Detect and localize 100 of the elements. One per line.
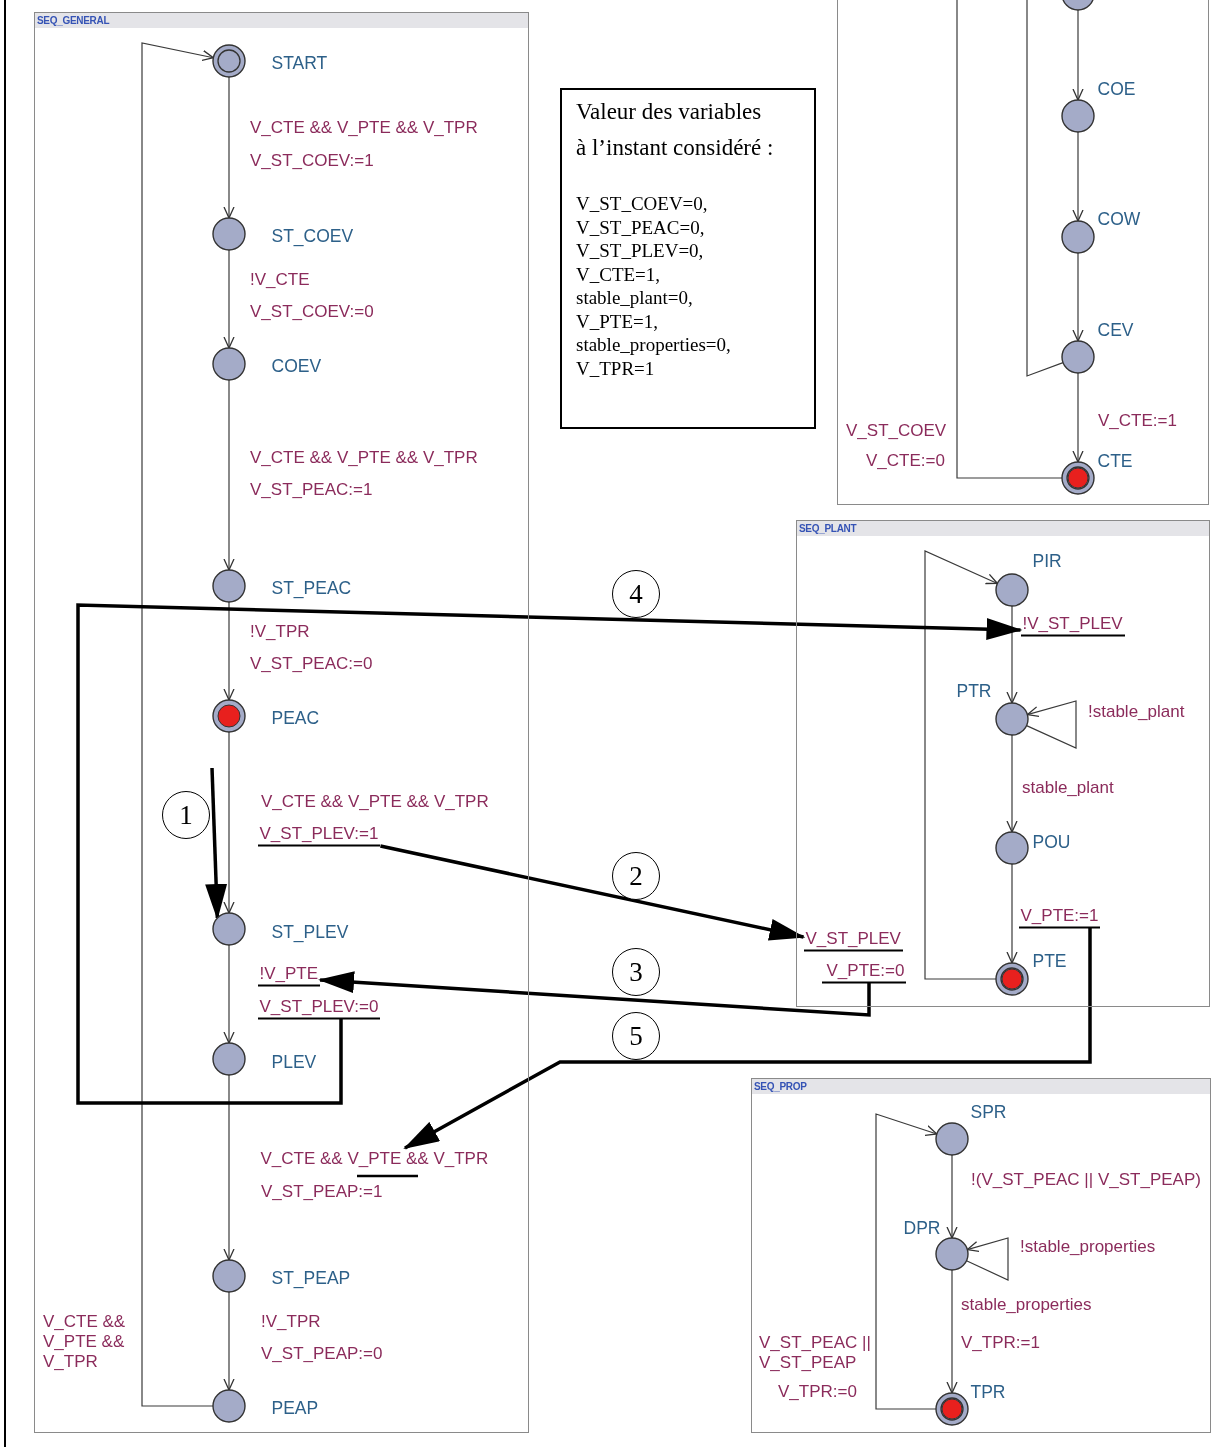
state-name: CEV (1097, 319, 1134, 340)
state-name: ST_COEV (271, 225, 354, 246)
step-number: 1 (162, 791, 210, 839)
box-heading: Valeur des variables à l’instant considéré : (576, 98, 775, 162)
state-name: POU (1032, 831, 1071, 852)
transition-label: V_ST_PEAC:=1 (250, 480, 373, 500)
state-name: TPR (970, 1381, 1006, 1402)
variable-value: V_PTE=1, (576, 309, 659, 333)
transition-label: V_ST_COEV:=0 (250, 302, 374, 322)
transition-label: !V_TPR (261, 1312, 321, 1332)
state-name: ST_PEAC (271, 577, 352, 598)
transition-arrow (1072, 252, 1084, 342)
annotation-arrow (380, 844, 806, 941)
automaton-panel (837, 0, 1209, 505)
transition-label: V_CTE:=1 (1098, 411, 1177, 431)
transition-label: V_CTE && V_PTE && V_TPR (261, 792, 489, 812)
variable-value: stable_plant=0, (576, 286, 694, 310)
transition-label: V_CTE && V_PTE && V_TPR (43, 1312, 127, 1372)
automaton-panel (34, 12, 529, 1433)
panel-title: SEQ_PLANT (797, 521, 1209, 536)
transition-label: !stable_properties (1020, 1237, 1156, 1257)
transition-label: V_CTE && V_PTE && V_TPR (250, 118, 478, 138)
transition-label: V_ST_PLEV:=1 (257, 823, 381, 846)
transition-arrow (223, 76, 235, 219)
state-name: CTE (1097, 450, 1133, 471)
transition-arrow (1072, 9, 1084, 101)
step-number: 3 (612, 948, 660, 996)
annotation-arrow (76, 603, 1023, 1105)
state-name: ST_PEAP (271, 1267, 351, 1288)
state-name: DPR (903, 1217, 941, 1238)
transition-arrow (223, 379, 235, 571)
transition-label: V_ST_PEAP:=1 (261, 1182, 383, 1202)
transition-arrow (223, 1291, 235, 1391)
transition-arrow (1006, 605, 1018, 704)
transition-label: V_ST_PEAC:=0 (250, 654, 373, 674)
state-name: PLEV (271, 1051, 317, 1072)
state-name: PIR (1032, 550, 1062, 571)
transition-arrow (1006, 863, 1018, 964)
transition-label: !V_TPR (250, 622, 310, 642)
state-name: PTE (1032, 950, 1067, 971)
transition-label: V_ST_PEAP:=0 (261, 1344, 383, 1364)
transition-label: V_CTE && V_PTE && V_TPR (250, 448, 478, 468)
step-number: 2 (612, 852, 660, 900)
annotation-arrow (318, 971, 871, 1017)
variable-value: V_CTE=1, (576, 262, 662, 286)
transition-label: !V_ST_PLEV (1020, 613, 1125, 636)
transition-arrow (223, 249, 235, 349)
transition-arrow (223, 601, 235, 701)
state-name: PTR (956, 680, 992, 701)
transition-arrow (924, 550, 999, 980)
transition-label: V_ST_PEAC || V_ST_PEAP (759, 1333, 872, 1373)
transition-label: V_ST_COEV:=1 (250, 151, 374, 171)
annotation-arrow (403, 928, 1092, 1150)
state-name: COE (1097, 78, 1136, 99)
step-number: 4 (612, 570, 660, 618)
state-name: PEAP (271, 1397, 319, 1418)
state-name: COW (1097, 208, 1141, 229)
state-name: PEAC (271, 707, 320, 728)
transition-arrow (946, 1269, 958, 1394)
transition-label: V_ST_PLEV:=0 (257, 996, 381, 1019)
state-name: START (271, 52, 328, 73)
transition-label: !stable_plant (1088, 702, 1185, 722)
transition-arrow (223, 944, 235, 1044)
transition-arrow (141, 42, 214, 1407)
transition-arrow (965, 1237, 1009, 1281)
transition-label: V_PTE:=1 (1018, 905, 1101, 928)
transition-label: V_CTE && V_PTE && V_TPR (258, 1148, 491, 1169)
transition-label: V_TPR:=1 (961, 1333, 1040, 1353)
variable-value: V_ST_PLEV=0, (576, 239, 705, 263)
transition-arrow (223, 1074, 235, 1261)
transition-label: V_ST_COEV (846, 421, 947, 441)
transition-label: stable_plant (1022, 778, 1114, 798)
state-name: COEV (271, 355, 322, 376)
transition-label: !V_CTE (250, 270, 310, 290)
transition-label: stable_properties (961, 1295, 1092, 1315)
state-name: SPR (970, 1101, 1007, 1122)
transition-arrow (1072, 131, 1084, 222)
state-name: ST_PLEV (271, 921, 349, 942)
transition-label: V_CTE:=0 (866, 451, 945, 471)
automaton-panel (796, 520, 1210, 1007)
transition-arrow (1006, 734, 1018, 833)
transition-label: V_ST_PLEV (803, 928, 903, 951)
transition-arrow (1072, 372, 1084, 463)
variables-box (560, 88, 816, 429)
transition-arrow (223, 731, 235, 914)
transition-label: V_PTE:=0 (821, 960, 907, 983)
panel-title: SEQ_GENERAL (35, 13, 528, 28)
transition-arrow (1025, 700, 1077, 749)
transition-arrow (946, 1154, 958, 1239)
transition-label: V_TPR:=0 (778, 1382, 857, 1402)
automaton-panel (751, 1078, 1211, 1433)
transition-label: !V_PTE (257, 963, 321, 986)
step-number: 5 (612, 1012, 660, 1060)
transition-arrow (875, 1113, 938, 1410)
transition-label: !(V_ST_PEAC || V_ST_PEAP) (971, 1170, 1201, 1190)
variable-value: stable_properties=0, (576, 333, 732, 357)
panel-title: SEQ_PROP (752, 1079, 1210, 1094)
variable-value: V_ST_PEAC=0, (576, 215, 706, 239)
variable-value: V_TPR=1 (576, 356, 656, 380)
variable-value: V_ST_COEV=0, (576, 192, 709, 216)
